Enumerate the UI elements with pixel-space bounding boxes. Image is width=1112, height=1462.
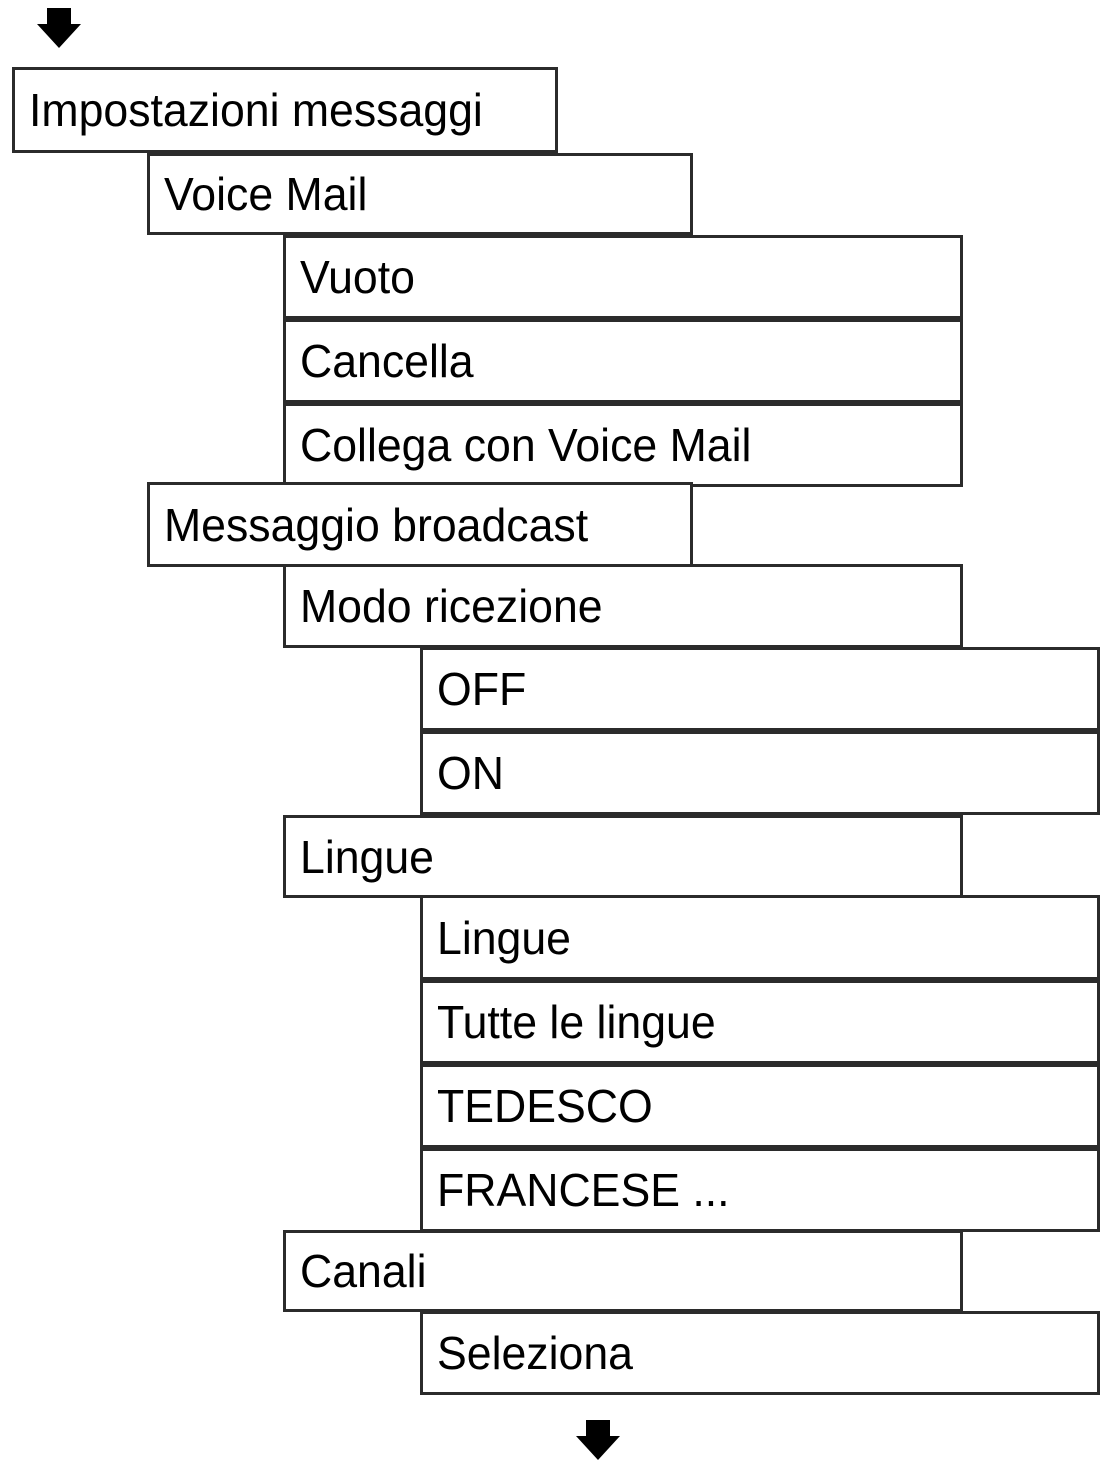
menu-node-impostazioni-messaggi[interactable]: Impostazioni messaggi <box>12 67 558 153</box>
menu-node-lingue-sub[interactable]: Lingue <box>420 895 1100 980</box>
menu-node-label: Canali <box>300 1245 427 1297</box>
menu-node-label: FRANCESE ... <box>437 1164 730 1216</box>
menu-node-label: Lingue <box>300 830 434 883</box>
menu-node-cancella[interactable]: Cancella <box>283 319 963 403</box>
menu-node-label: Impostazioni messaggi <box>29 84 483 136</box>
arrow-shaft <box>47 8 71 24</box>
menu-node-seleziona[interactable]: Seleziona <box>420 1311 1100 1395</box>
menu-node-francese[interactable]: FRANCESE ... <box>420 1148 1100 1232</box>
menu-node-label: TEDESCO <box>437 1080 653 1132</box>
menu-node-on[interactable]: ON <box>420 731 1100 815</box>
menu-node-vuoto[interactable]: Vuoto <box>283 235 963 319</box>
menu-node-collega-con-voice-mail[interactable]: Collega con Voice Mail <box>283 403 963 487</box>
menu-node-messaggio-broadcast[interactable]: Messaggio broadcast <box>147 482 693 567</box>
menu-node-canali[interactable]: Canali <box>283 1230 963 1312</box>
menu-node-label: Cancella <box>300 335 474 387</box>
menu-node-label: OFF <box>437 663 527 715</box>
menu-node-off[interactable]: OFF <box>420 647 1100 731</box>
menu-node-lingue[interactable]: Lingue <box>283 815 963 898</box>
arrow-head <box>576 1436 620 1460</box>
menu-node-label: Messaggio broadcast <box>164 498 589 551</box>
menu-node-tutte-le-lingue[interactable]: Tutte le lingue <box>420 980 1100 1064</box>
menu-node-label: Seleziona <box>437 1327 633 1379</box>
menu-node-modo-ricezione[interactable]: Modo ricezione <box>283 564 963 648</box>
menu-node-label: Lingue <box>437 911 571 964</box>
menu-node-label: Collega con Voice Mail <box>300 419 752 471</box>
menu-node-label: Vuoto <box>300 251 415 303</box>
menu-node-label: Modo ricezione <box>300 580 603 632</box>
arrow-head <box>37 24 81 48</box>
arrow-shaft <box>586 1420 610 1436</box>
menu-node-label: ON <box>437 747 504 799</box>
menu-node-label: Voice Mail <box>164 168 368 220</box>
menu-node-label: Tutte le lingue <box>437 996 716 1048</box>
menu-node-tedesco[interactable]: TEDESCO <box>420 1064 1100 1148</box>
menu-node-voice-mail[interactable]: Voice Mail <box>147 153 693 235</box>
